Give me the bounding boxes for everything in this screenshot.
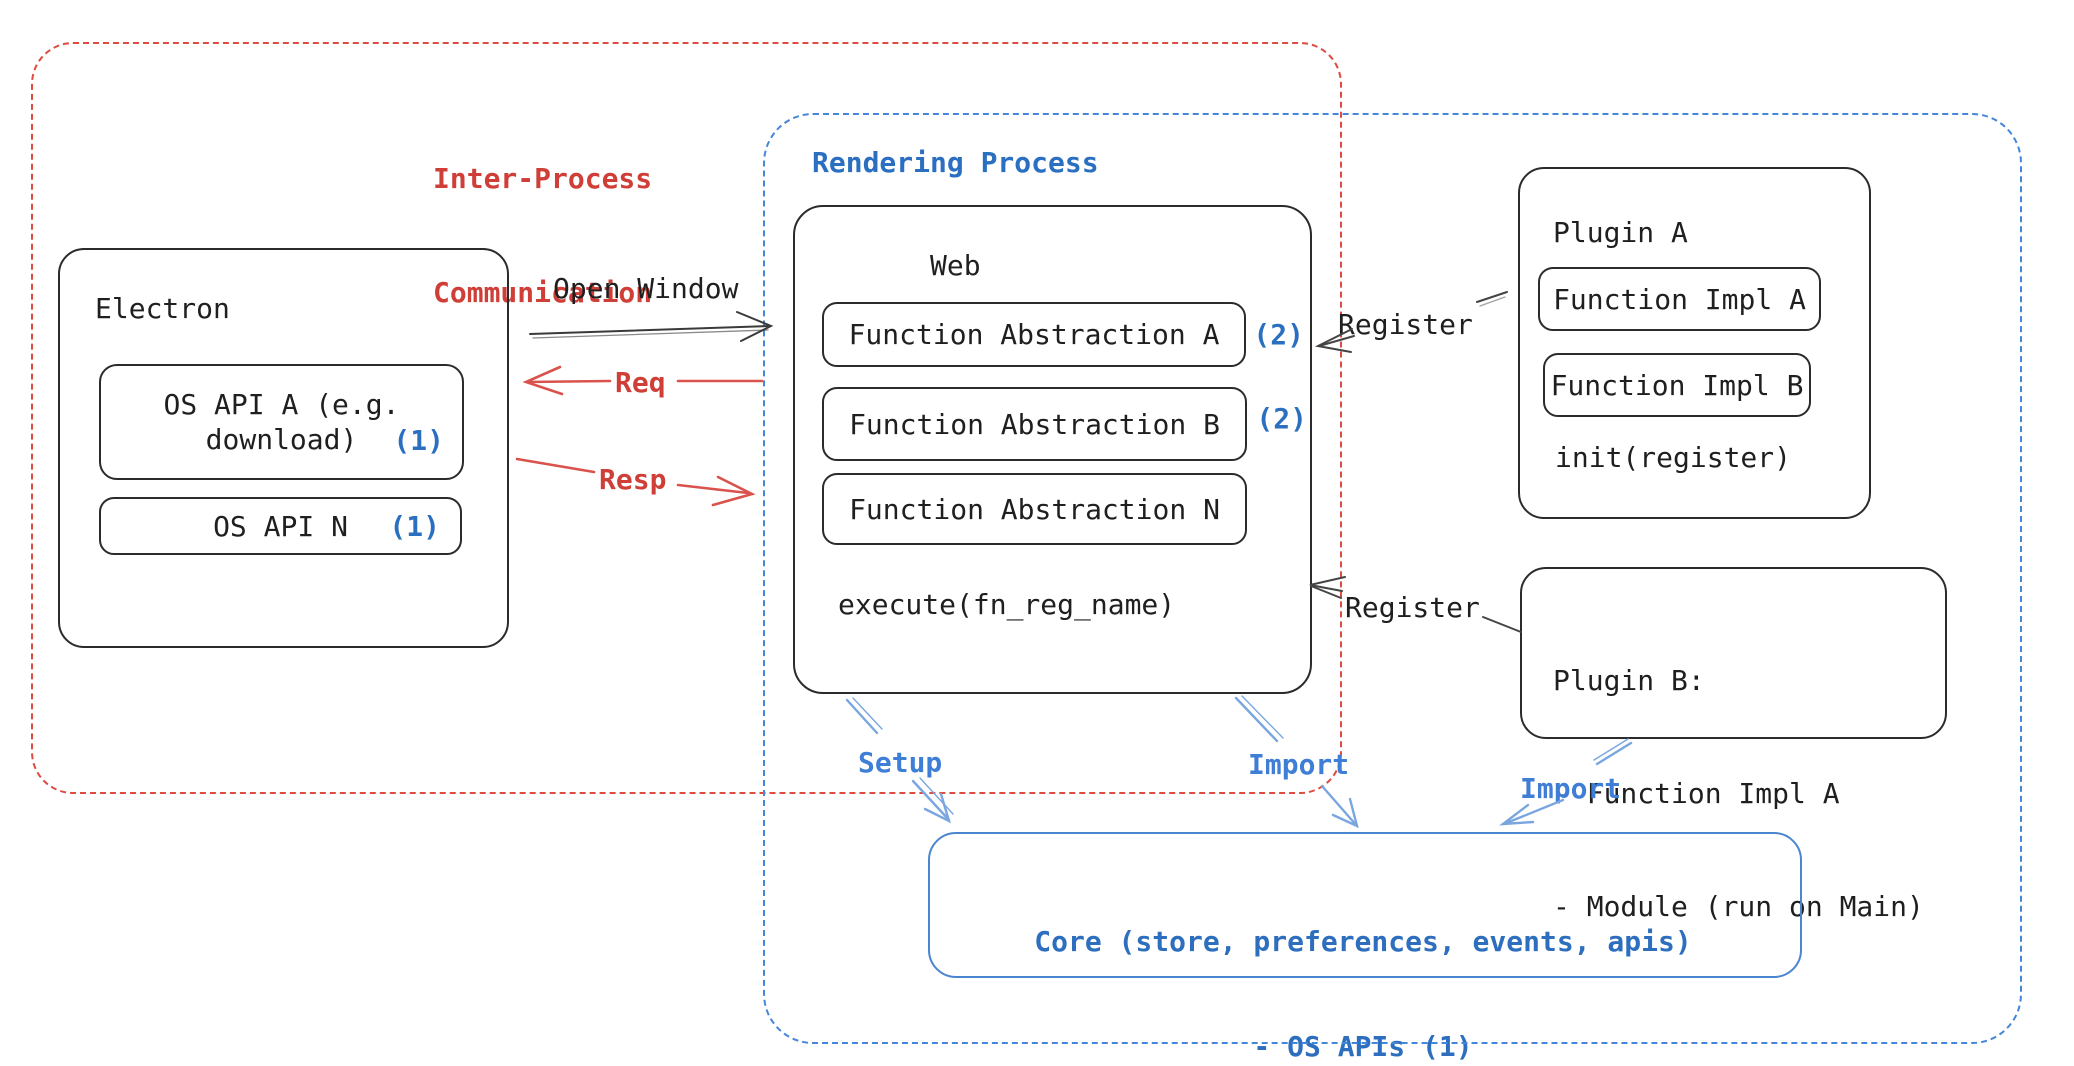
plugin-b-item-1: - Function Impl A xyxy=(1553,777,1840,810)
plugin-b-text: Plugin B: - Function Impl A - Module (ru… xyxy=(1553,590,1924,997)
ipc-boundary-box xyxy=(31,42,1342,794)
plugin-b-title: Plugin B: xyxy=(1553,664,1705,697)
core-line-2: - OS APIs (1) xyxy=(1253,1030,1473,1063)
execute-label: execute(fn_reg_name) xyxy=(838,588,1176,621)
electron-box xyxy=(58,248,509,648)
plugin-a-box xyxy=(1518,167,1871,519)
os-api-a-line2: download) xyxy=(205,423,358,456)
register-plugin-b-label: Register xyxy=(1345,591,1480,624)
os-api-n-box: OS API N (1) xyxy=(99,497,462,555)
rendering-process-label: Rendering Process xyxy=(812,146,1099,179)
os-api-a-badge: (1) xyxy=(393,424,444,457)
core-box xyxy=(928,832,1802,978)
open-window-label: Open Window xyxy=(553,272,739,305)
function-abstraction-a-box: Function Abstraction A (2) xyxy=(822,302,1304,367)
os-api-a-box: OS API A (e.g. download) (1) xyxy=(99,364,464,480)
function-impl-b-box: Function Impl B xyxy=(1543,353,1811,417)
register-plugin-a-label: Register xyxy=(1338,308,1473,341)
os-api-n-badge: (1) xyxy=(389,510,440,543)
ipc-label-line2: Communication xyxy=(433,276,653,309)
function-abstraction-b-label: Function Abstraction B xyxy=(849,407,1220,441)
req-label: Req xyxy=(615,366,666,399)
web-box xyxy=(793,205,1312,694)
import-plugin-label: Import xyxy=(1520,772,1622,805)
ipc-label-line1: Inter-Process xyxy=(433,162,653,195)
ipc-label: Inter-Process Communication xyxy=(433,84,652,388)
os-api-n-label: OS API N xyxy=(213,509,348,543)
init-register-label: init(register) xyxy=(1555,441,1792,474)
function-abstraction-a-label: Function Abstraction A xyxy=(848,318,1220,351)
web-title: Web xyxy=(930,249,981,282)
rendering-process-boundary-box xyxy=(763,113,2022,1044)
plugin-a-title: Plugin A xyxy=(1553,216,1688,249)
import-web-label: Import xyxy=(1248,748,1350,781)
function-abstraction-a-badge: (2) xyxy=(1253,318,1304,351)
core-line-1: Core (store, preferences, events, apis) xyxy=(1034,925,1692,958)
function-impl-a-box: Function Impl A xyxy=(1538,267,1821,331)
function-impl-a-label: Function Impl A xyxy=(1553,282,1806,316)
function-impl-b-label: Function Impl B xyxy=(1550,368,1804,402)
function-abstraction-n-label: Function Abstraction N xyxy=(849,492,1220,526)
electron-title: Electron xyxy=(95,292,230,325)
plugin-b-item-2: - Module (run on Main) xyxy=(1553,890,1924,923)
resp-label: Resp xyxy=(599,463,667,496)
os-api-a-line1: OS API A (e.g. xyxy=(163,388,400,421)
function-abstraction-n-box: Function Abstraction N xyxy=(822,473,1247,545)
function-abstraction-b-box: Function Abstraction B (2) xyxy=(822,387,1307,461)
core-text: Core (store, preferences, events, apis) … xyxy=(928,854,1798,1066)
plugin-b-box xyxy=(1520,567,1947,739)
function-abstraction-b-badge: (2) xyxy=(1256,402,1307,435)
setup-label: Setup xyxy=(858,746,943,779)
